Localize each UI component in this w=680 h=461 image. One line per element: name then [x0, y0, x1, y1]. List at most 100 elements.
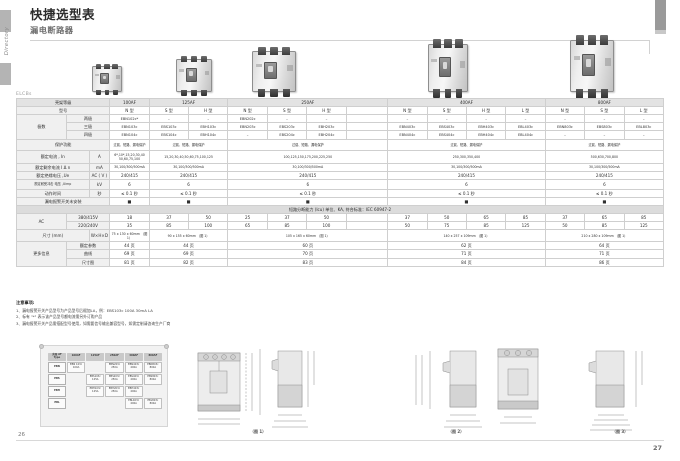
ue-800af: 240/415 — [544, 170, 665, 180]
ac380-11: 37 — [544, 213, 586, 223]
drawing-caption-1: （图 1） — [250, 429, 267, 434]
matrix-row-ebs: EBS EBS103c 125A EBS203c 250A EBS403c 40… — [48, 373, 162, 385]
four-pole-11: – — [544, 130, 586, 140]
ue-100af: 240/415 — [109, 170, 150, 180]
curve-800af: 71 页 — [544, 249, 665, 259]
two-pole-12: – — [584, 114, 625, 124]
leakage-125af: 30,100/300/500mA — [148, 162, 229, 172]
two-pole-3: EBN202c — [227, 114, 268, 124]
ac380-10: 85 — [505, 213, 546, 223]
three-pole-11: EBN803c — [544, 122, 586, 132]
leakage-label: 额定剩余电流 I Δ n — [16, 162, 90, 172]
curve-100af: 69 页 — [109, 249, 150, 259]
trip-time-800af: ≤ 0.1 秒 — [544, 188, 665, 198]
ac380-6 — [345, 213, 389, 223]
ac220-8: 75 — [426, 221, 467, 231]
params-label: 额定参数 — [65, 241, 111, 251]
params-250af: 60 页 — [227, 241, 389, 251]
selection-matrix-table: 壳架 AF Type 100AF 125AF 250AF 400AF 800AF… — [47, 352, 163, 410]
matrix-rowlabel-ebs: EBS — [48, 373, 66, 385]
two-pole-13: – — [623, 114, 665, 124]
ac380-12: 65 — [584, 213, 625, 223]
matrix-pin-tl — [39, 344, 44, 349]
ac380-1: 37 — [148, 213, 190, 223]
table-row-params-page: 更多信息 额定参数 44 页 44 页 60 页 62 页 64 页 — [16, 241, 665, 267]
table-row-model: 型号 N 型 S 型 H 型 N 型 S 型 H 型 N 型 S 型 H 型 L… — [15, 106, 665, 116]
ac220-3: 65 — [227, 221, 268, 231]
table-row-trip-time: 动作时间 秒 ≤ 0.1 秒 ≤ 0.1 秒 ≤ 0.1 秒 ≤ 0.1 秒 ≤… — [16, 188, 665, 198]
three-pole-7: EBN403c — [387, 122, 428, 132]
table-row-three-pole: 三极 EBN103c EBS103c EBH103c EBN203c EBS20… — [17, 122, 665, 132]
rated-current-250af: 100,125,150,175,200,225,250 — [227, 149, 389, 164]
two-pole-0: EBN102c* — [109, 114, 150, 124]
model-type-10: L 型 — [505, 106, 546, 116]
table-row-ac-380: AC 380/415V 18 37 50 25 37 50 37 50 65 8… — [16, 213, 665, 231]
breaking-capacity-band-label: 短路分断能力 (Icu) 单位、KA, 符合标准：IEC 60947-2 — [16, 204, 664, 215]
dimdraw-800af: 86 页 — [544, 257, 665, 267]
params-800af: 64 页 — [544, 241, 665, 251]
two-pole-1: – — [148, 114, 190, 124]
trip-time-250af: ≤ 0.1 秒 — [227, 188, 389, 198]
left-tab-block-2 — [0, 63, 11, 85]
matrix-rowlabel-ebl: EBL — [48, 397, 66, 409]
model-type-5: H 型 — [306, 106, 347, 116]
two-pole-11: – — [544, 114, 586, 124]
matrix-cell-ebs-125af: EBS103c 125A — [86, 373, 105, 385]
left-tab-strip: Directory — [0, 0, 14, 461]
dimension-drawing-figure-3 — [588, 350, 643, 431]
uimp-250af: 6 — [227, 178, 389, 190]
alarm-switch-250af: ■ — [227, 196, 389, 206]
three-pole-4: EBS203c — [266, 122, 308, 132]
product-photo-400af — [428, 39, 468, 99]
ac380-8: 50 — [426, 213, 467, 223]
matrix-row-ebh: EBH EBH103c 125A EBH203c 250A EBH403c 40… — [48, 385, 162, 397]
note-line-2: 2、标有 "*" 表示该产品型号额电流需另外订购产品 — [16, 314, 103, 320]
matrix-cell-ebh-250af: EBH203c 250A — [105, 385, 124, 397]
ac220-9: 85 — [465, 221, 507, 231]
protection-125af: 过载、短路、漏电保护 — [148, 138, 229, 151]
ue-250af: 240/415 — [227, 170, 389, 180]
three-pole-5: EBH203c — [306, 122, 347, 132]
more-info-label: 更多信息 — [16, 241, 67, 267]
ac-220-label: 220/240V — [65, 221, 111, 231]
four-pole-9: EBH404c — [465, 130, 507, 140]
drawing-caption-3: （图 3） — [612, 429, 629, 434]
frame-250af: 250AF — [227, 97, 389, 108]
ac380-7: 37 — [387, 213, 428, 223]
dimension-drawing-figure-2 — [415, 348, 539, 428]
rated-current-unit: A — [88, 149, 111, 164]
table-row-rated-current: 额定电流 , In A 6*,10*,15,20,30,40 50,60,75,… — [16, 149, 665, 164]
ac380-5: 50 — [306, 213, 347, 223]
product-photo-row — [30, 30, 650, 99]
rated-current-100af: 6*,10*,15,20,30,40 50,60,75,100 — [109, 149, 150, 164]
leakage-250af: 30,100/300/500mA — [227, 162, 389, 172]
curve-250af: 70 页 — [227, 249, 389, 259]
three-pole-13: EBL803c — [623, 122, 665, 132]
matrix-cell-ebn-400af: EBN403c 400A — [124, 361, 143, 373]
matrix-cell-ebs-100af — [67, 374, 85, 385]
dimensions-label: 尺寸 (mm) — [16, 229, 90, 243]
dimdraw-250af: 83 页 — [227, 257, 389, 267]
ac380-9: 65 — [465, 213, 507, 223]
model-type-13: L 型 — [623, 106, 665, 116]
notes-heading: 注意事项: — [16, 300, 35, 305]
four-pole-13: – — [623, 130, 665, 140]
notes-block: 注意事项: 1、漏电报警开关产品型号为产品型号后缀加LA，例：EBS103c 1… — [16, 300, 436, 327]
product-photo-800af — [570, 34, 614, 99]
two-pole-10: – — [505, 114, 546, 124]
ac220-12: 85 — [584, 221, 625, 231]
matrix-corner-label: 壳架 AF Type — [48, 353, 66, 361]
table-row-leakage: 额定剩余电流 I Δ n mA 30,100/300/500mA 30,100/… — [16, 162, 665, 172]
curve-125af: 69 页 — [148, 249, 229, 259]
model-type-4: S 型 — [266, 106, 308, 116]
two-pole-4: – — [266, 114, 308, 124]
matrix-cell-ebl-250af — [105, 398, 123, 409]
two-pole-7: – — [387, 114, 428, 124]
trip-time-unit: 秒 — [88, 188, 111, 198]
rated-current-125af: 15,20,30,40,50,60,75,100,125 — [148, 149, 229, 164]
four-pole-0: EBN104c — [109, 130, 150, 140]
protection-400af: 过载、短路、漏电保护 — [387, 138, 546, 151]
uimp-unit: kV — [88, 178, 111, 190]
three-pole-0: EBN103c — [109, 122, 150, 132]
ue-label: 额定绝缘电压 ,Ue — [16, 170, 90, 180]
